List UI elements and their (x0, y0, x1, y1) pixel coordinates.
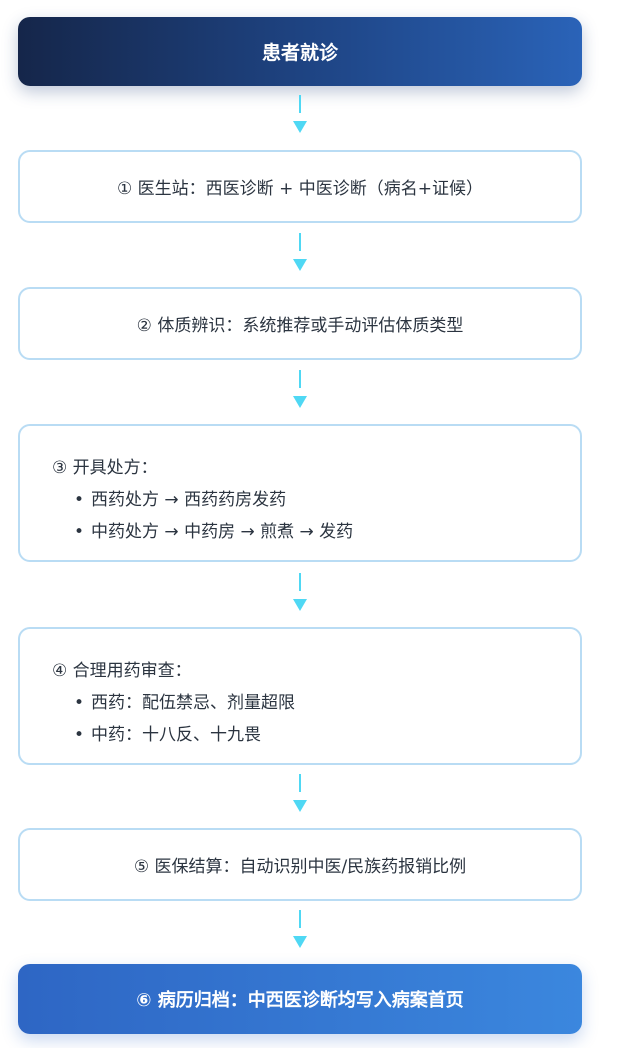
step-archive-label: ⑥ 病历归档：中西医诊断均写入病案首页 (136, 990, 464, 1011)
step-constitution-label: ② 体质辨识：系统推荐或手动评估体质类型 (136, 316, 464, 336)
arrow-down-icon (290, 910, 310, 950)
arrow-down-icon (290, 774, 310, 814)
step-prescription-title: ③ 开具处方： (52, 458, 158, 478)
step-start-label: 患者就诊 (261, 42, 338, 64)
step-diagnosis: ① 医生站：西医诊断 + 中医诊断（病名+证候） (18, 150, 582, 223)
step-review: ④ 合理用药审查： •西药：配伍禁忌、剂量超限 •中药：十八反、十九畏 (18, 627, 582, 765)
list-item: •中药：十八反、十九畏 (74, 725, 262, 745)
arrow-down-icon (290, 370, 310, 410)
bullet-icon: • (74, 725, 85, 745)
step-diagnosis-label: ① 医生站：西医诊断 + 中医诊断（病名+证候） (117, 179, 483, 199)
step-prescription: ③ 开具处方： •西药处方 → 西药药房发药 •中药处方 → 中药房 → 煎煮 … (18, 424, 582, 562)
list-item: •西药处方 → 西药药房发药 (74, 490, 287, 510)
list-item: •西药：配伍禁忌、剂量超限 (74, 693, 296, 713)
list-item: •中药处方 → 中药房 → 煎煮 → 发药 (74, 522, 354, 542)
step-archive: ⑥ 病历归档：中西医诊断均写入病案首页 (18, 964, 582, 1034)
bullet-icon: • (74, 490, 85, 510)
step-start: 患者就诊 (18, 17, 582, 86)
step-review-title: ④ 合理用药审查： (52, 661, 192, 681)
arrow-down-icon (290, 573, 310, 613)
step-review-list: •西药：配伍禁忌、剂量超限 •中药：十八反、十九畏 (52, 687, 580, 751)
bullet-icon: • (74, 522, 85, 542)
step-constitution: ② 体质辨识：系统推荐或手动评估体质类型 (18, 287, 582, 360)
arrow-down-icon (290, 95, 310, 135)
step-prescription-list: •西药处方 → 西药药房发药 •中药处方 → 中药房 → 煎煮 → 发药 (52, 484, 580, 548)
step-insurance-label: ⑤ 医保结算：自动识别中医/民族药报销比例 (133, 857, 467, 877)
arrow-down-icon (290, 233, 310, 273)
bullet-icon: • (74, 693, 85, 713)
step-insurance: ⑤ 医保结算：自动识别中医/民族药报销比例 (18, 828, 582, 901)
